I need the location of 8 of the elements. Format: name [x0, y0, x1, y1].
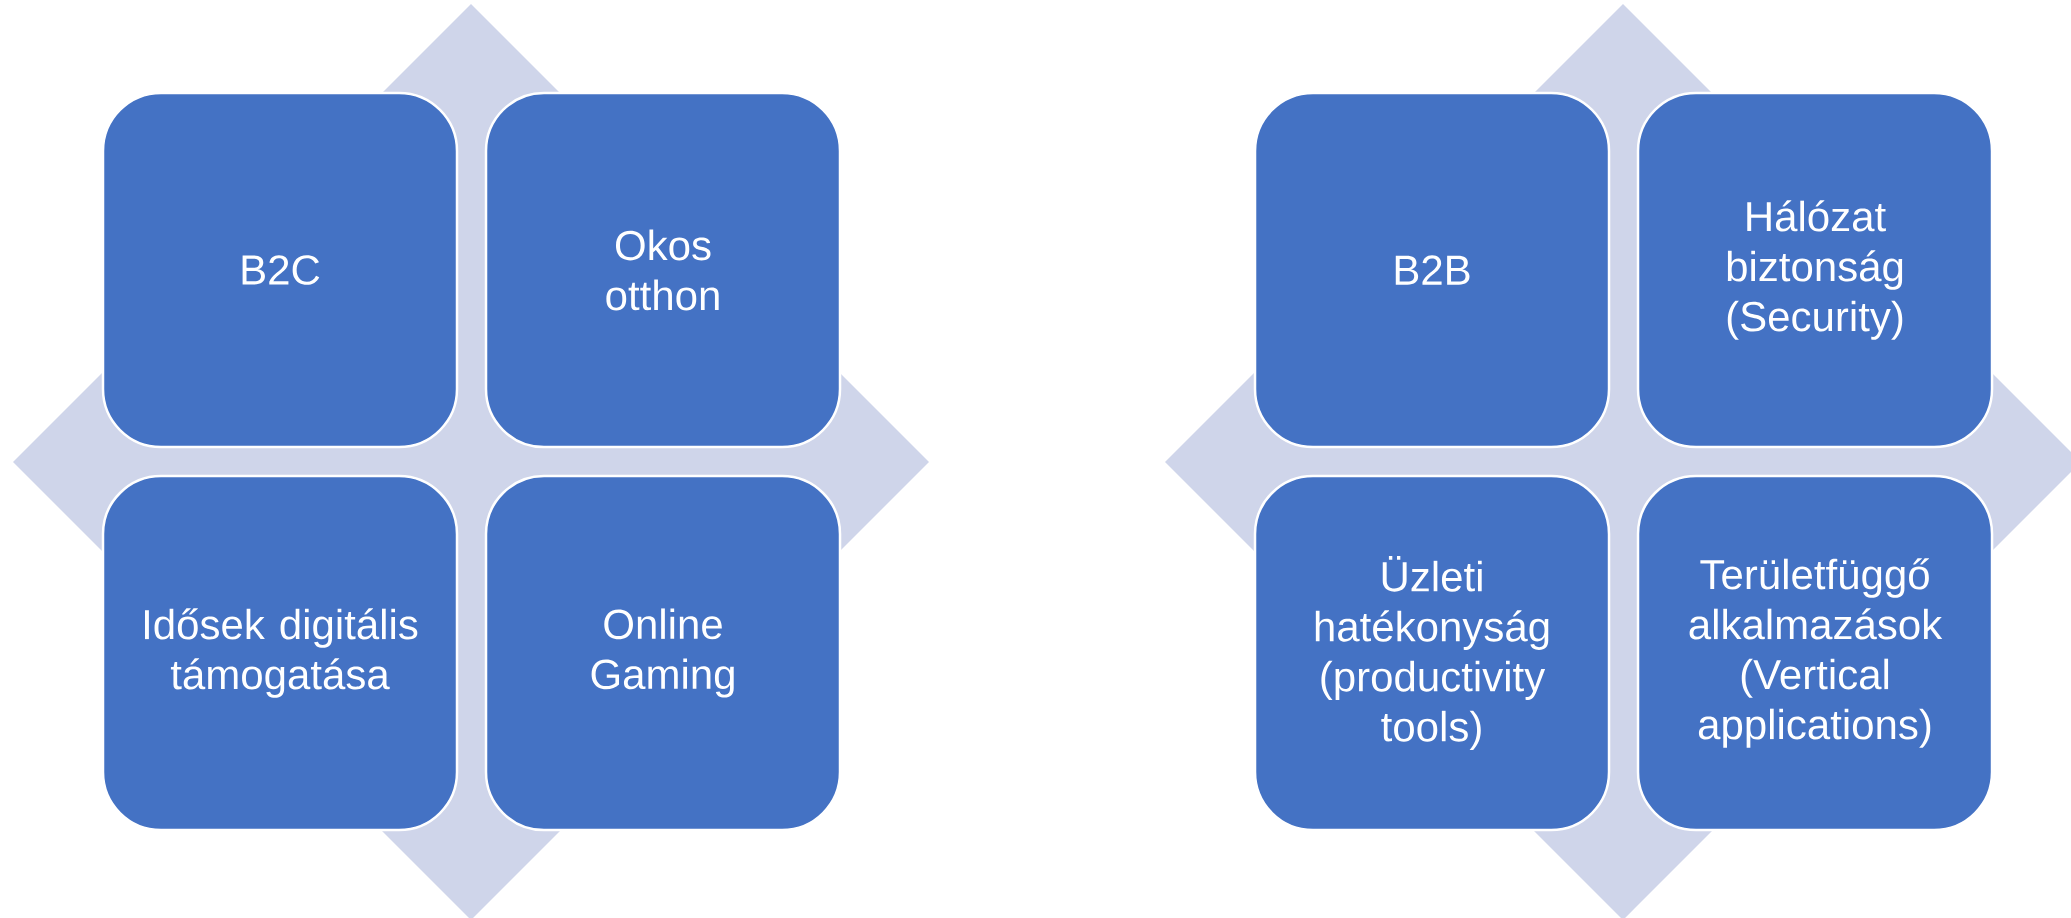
rounded-box: B2C [101, 91, 459, 449]
rounded-box: Okos otthon [484, 91, 842, 449]
rounded-box: B2B [1253, 91, 1611, 449]
rounded-box: Online Gaming [484, 474, 842, 832]
rounded-box: Idősek digitális támogatása [101, 474, 459, 832]
rounded-box: Területfüggő alkalmazások (Vertical applications) [1636, 474, 1994, 832]
rounded-box: Hálózat biztonság (Security) [1636, 91, 1994, 449]
rounded-box: Üzleti hatékonyság (productivity tools) [1253, 474, 1611, 832]
